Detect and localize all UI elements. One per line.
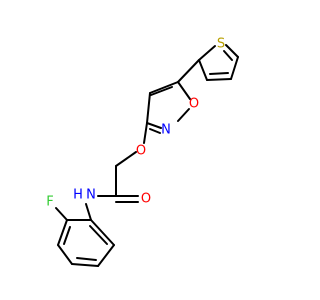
bond bbox=[57, 244, 73, 265]
molecule-structure: S N O O O N H F bbox=[0, 0, 300, 300]
bond bbox=[146, 92, 151, 124]
canvas-background bbox=[0, 0, 300, 300]
bond bbox=[230, 56, 239, 80]
bond bbox=[85, 203, 92, 221]
atom-labels: S N O O O N H F bbox=[46, 37, 225, 210]
bond bbox=[76, 257, 97, 261]
atom-label-o-isoxazole: O bbox=[189, 97, 199, 112]
bond bbox=[115, 151, 137, 167]
atom-label-o-carbonyl: O bbox=[141, 192, 151, 207]
bond bbox=[63, 226, 71, 245]
bond bbox=[97, 244, 115, 267]
atom-label-s: S bbox=[217, 37, 225, 52]
bonds bbox=[55, 44, 239, 267]
bond bbox=[89, 225, 108, 245]
bond bbox=[209, 72, 229, 75]
atom-label-n-isoxazole: N bbox=[161, 123, 171, 138]
bond bbox=[177, 108, 190, 122]
bond bbox=[177, 59, 200, 83]
bond bbox=[55, 207, 68, 221]
bond bbox=[146, 122, 162, 129]
atom-label-n-amide: N bbox=[86, 188, 96, 203]
bond bbox=[149, 81, 179, 94]
bond bbox=[57, 219, 68, 246]
bond bbox=[71, 263, 99, 267]
bond bbox=[206, 78, 232, 81]
bond bbox=[90, 219, 115, 246]
bond bbox=[198, 45, 216, 61]
atom-label-f: F bbox=[46, 195, 53, 210]
bond bbox=[223, 50, 233, 61]
bond bbox=[150, 86, 173, 96]
bond bbox=[149, 128, 161, 134]
bond bbox=[177, 81, 191, 100]
bond bbox=[143, 122, 148, 144]
atom-label-o-ether: O bbox=[136, 144, 146, 159]
bond bbox=[225, 44, 239, 58]
atom-label-h-amide: H bbox=[73, 188, 83, 203]
bond bbox=[198, 59, 208, 81]
